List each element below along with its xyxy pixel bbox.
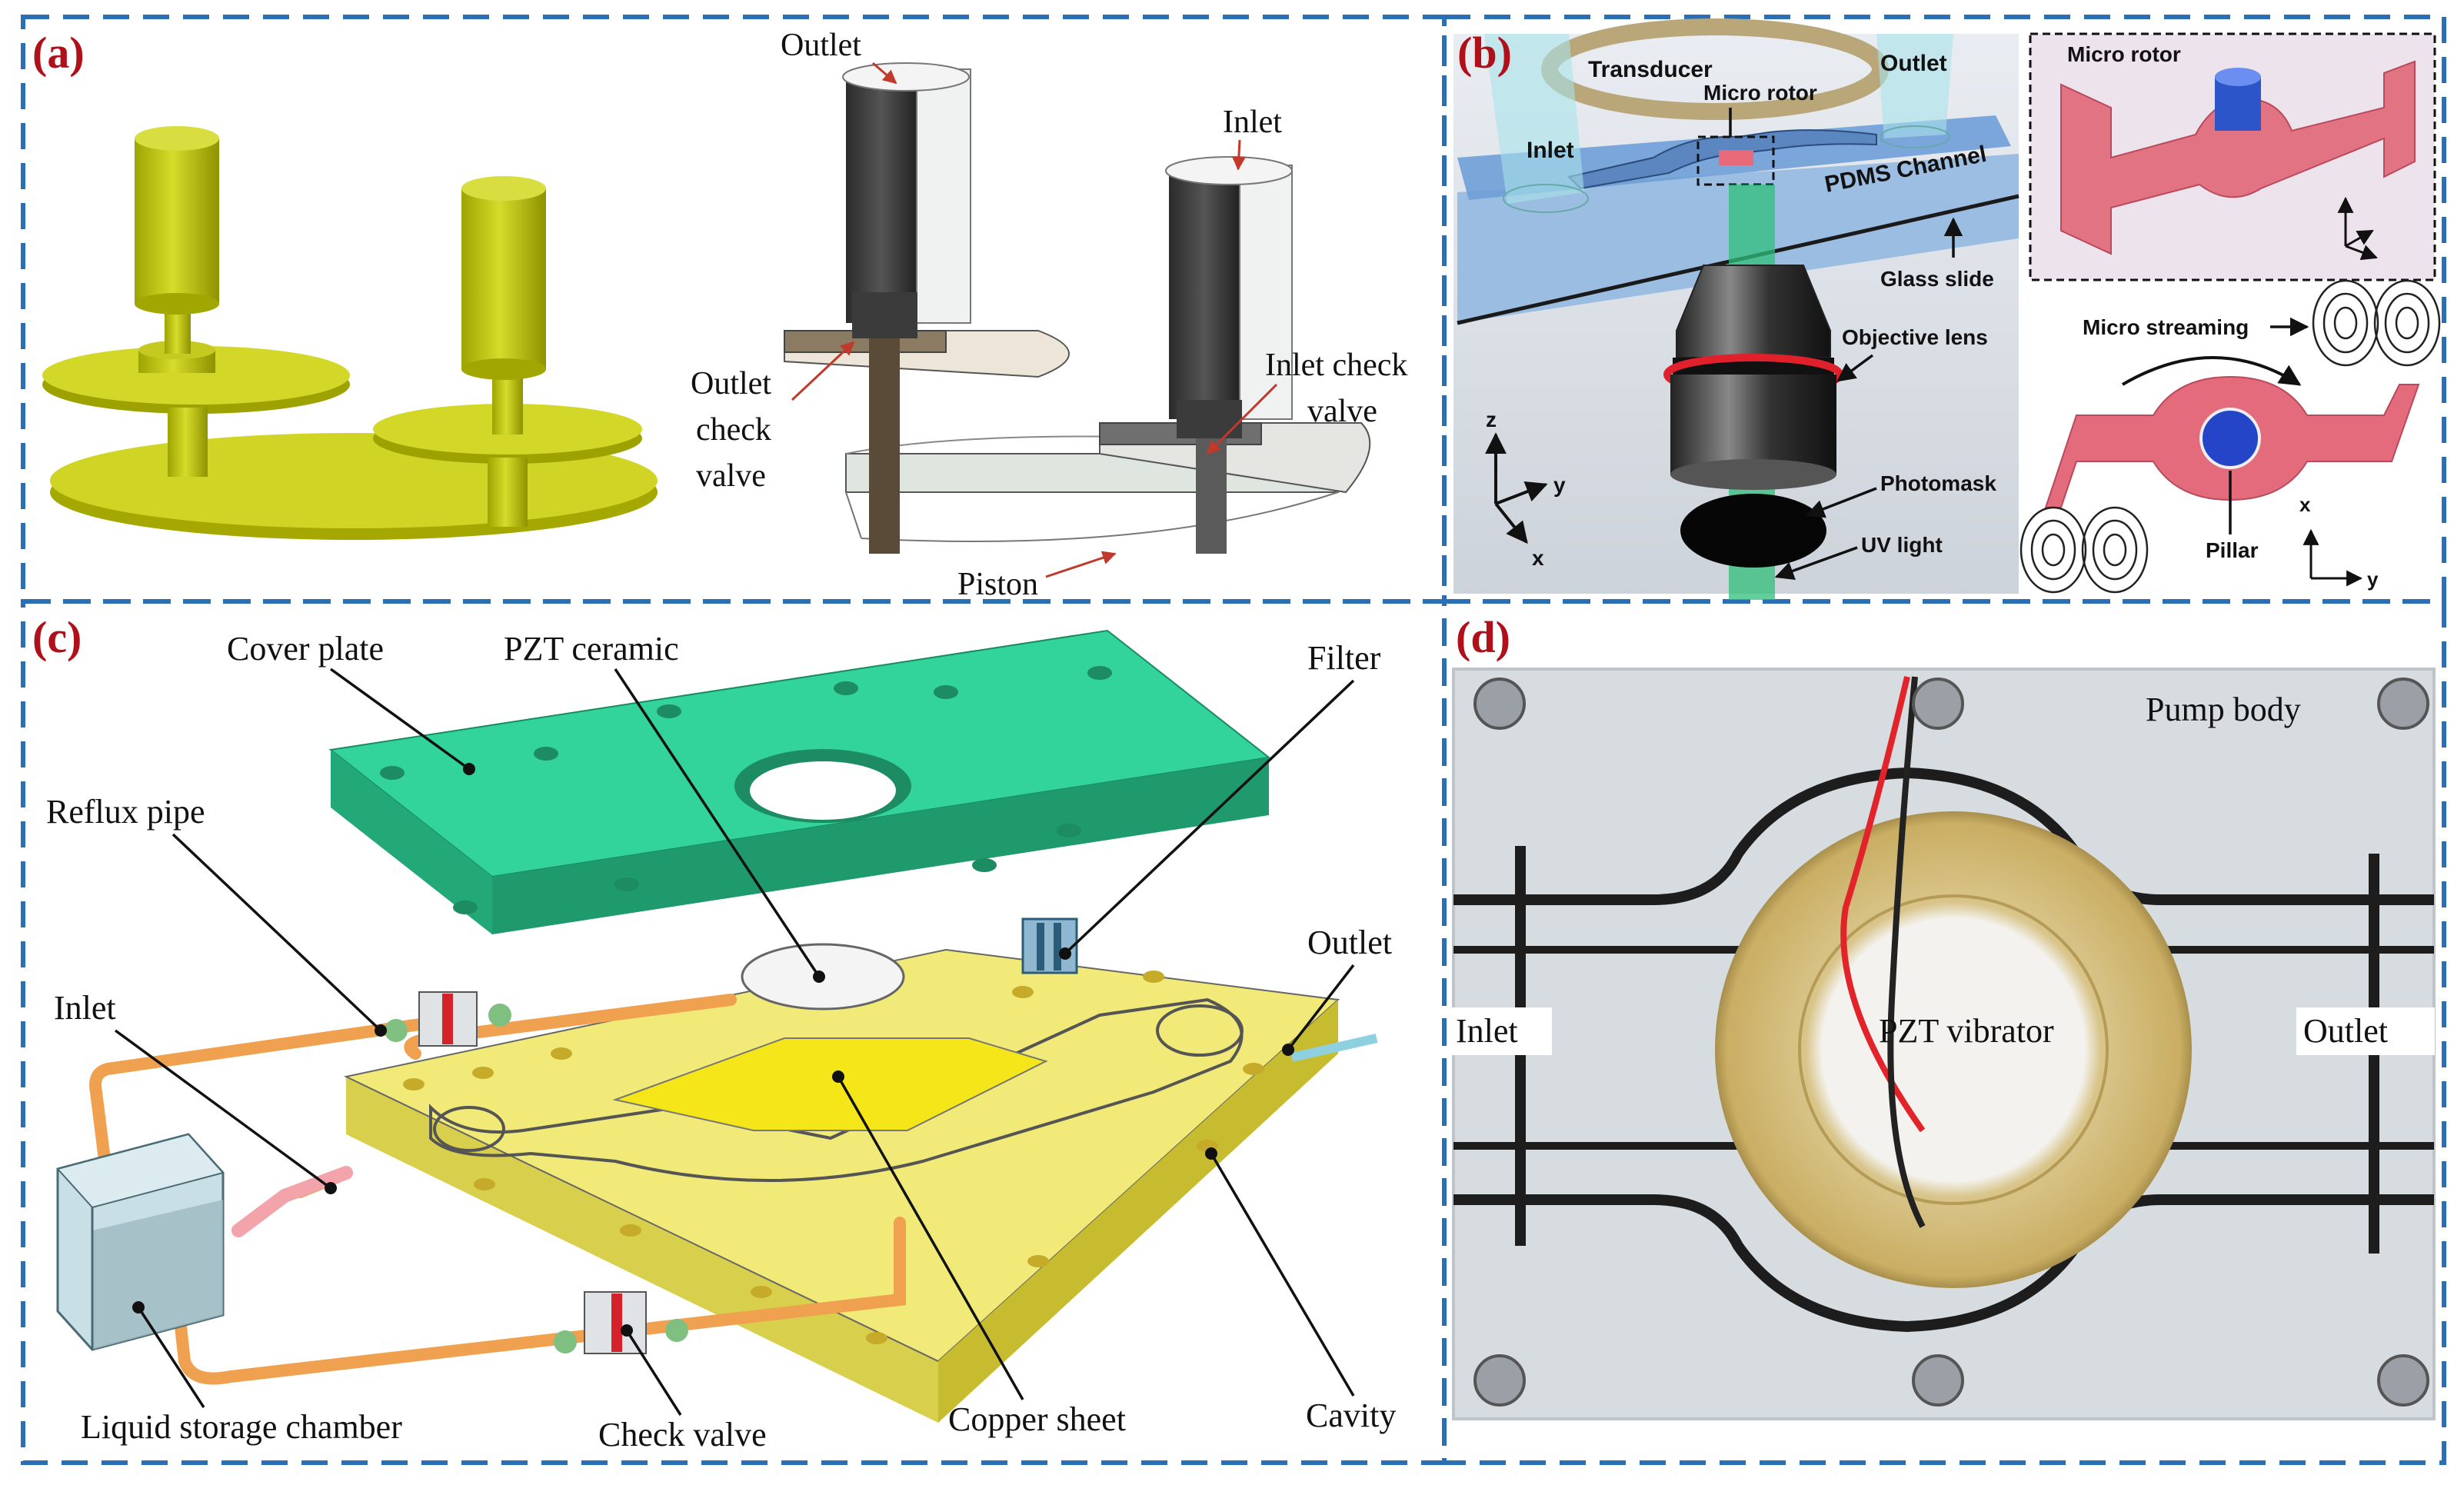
top-check-valve bbox=[385, 991, 511, 1047]
yellow-green-assembly bbox=[42, 126, 658, 540]
axis-y-label-2: y bbox=[2367, 568, 2379, 591]
axis-z-label: z bbox=[1486, 408, 1497, 431]
label-a-outlet-check-valve-1: Outlet bbox=[691, 366, 771, 401]
label-d-inlet: Inlet bbox=[1456, 1012, 1518, 1050]
axis-x-label: x bbox=[1532, 546, 1544, 570]
pump-cross-section bbox=[784, 62, 1371, 554]
label-c-outlet: Outlet bbox=[1307, 924, 1392, 961]
label-d-pump-body: Pump body bbox=[2146, 691, 2301, 728]
label-c-cover-plate: Cover plate bbox=[227, 630, 384, 668]
label-b-objective-lens: Objective lens bbox=[1842, 325, 1988, 349]
cover-plate bbox=[328, 629, 1271, 934]
label-c-check-valve: Check valve bbox=[598, 1416, 767, 1453]
label-d-inlet-box bbox=[1452, 1007, 1552, 1055]
label-a-outlet-check-valve-3: valve bbox=[696, 458, 766, 494]
axis-y-label: y bbox=[1553, 473, 1566, 497]
micro-streaming-schematic: Micro streaming Pillar x y bbox=[2019, 279, 2441, 594]
panel-d-tag: (d) bbox=[1456, 612, 1510, 662]
label-a-inlet-check-valve-2: valve bbox=[1307, 394, 1377, 429]
filter bbox=[1021, 917, 1078, 974]
label-b-outlet: Outlet bbox=[1880, 51, 1947, 76]
label-b-pillar: Pillar bbox=[2206, 538, 2259, 562]
label-b-inset-micro-rotor: Micro rotor bbox=[2067, 42, 2181, 66]
panel-b: z y x (b) Transducer Micro rotor Outlet … bbox=[1453, 18, 2441, 600]
panel-a: (a) bbox=[32, 28, 1407, 602]
label-b-micro-rotor: Micro rotor bbox=[1703, 81, 1817, 105]
micro-rotor-inset: Micro rotor bbox=[2029, 32, 2436, 281]
label-c-pzt-ceramic: PZT ceramic bbox=[504, 630, 679, 668]
label-a-inlet-check-valve-1: Inlet check bbox=[1265, 348, 1407, 383]
label-d-outlet-box bbox=[2296, 1007, 2435, 1055]
label-a-outlet: Outlet bbox=[781, 28, 861, 63]
label-c-inlet: Inlet bbox=[54, 989, 116, 1027]
label-c-liquid-storage-chamber: Liquid storage chamber bbox=[81, 1408, 402, 1446]
label-d-outlet: Outlet bbox=[2303, 1012, 2388, 1050]
outlet-pipe bbox=[1290, 1034, 1378, 1062]
panel-a-border bbox=[21, 15, 1447, 604]
label-a-outlet-check-valve-2: check bbox=[696, 412, 771, 448]
reflux-connector bbox=[231, 1166, 353, 1237]
label-c-cavity: Cavity bbox=[1306, 1397, 1396, 1434]
panel-borders bbox=[21, 15, 2446, 1465]
panel-c: (c) bbox=[32, 612, 1396, 1453]
pump-base bbox=[343, 948, 1340, 1423]
label-c-copper-sheet: Copper sheet bbox=[948, 1400, 1126, 1438]
label-b-photomask: Photomask bbox=[1880, 471, 1996, 495]
panel-b-tag: (b) bbox=[1457, 28, 1512, 78]
pzt-vibrator-disk bbox=[1715, 811, 2192, 1288]
label-c-reflux-pipe: Reflux pipe bbox=[46, 793, 205, 831]
panel-d-border bbox=[1442, 599, 2446, 1465]
liquid-storage-chamber bbox=[56, 1133, 225, 1351]
panel-c-tag: (c) bbox=[32, 612, 82, 662]
axis-x-label-2: x bbox=[2299, 493, 2311, 516]
label-b-glass-slide: Glass slide bbox=[1880, 267, 1994, 291]
label-d-pzt-vibrator: PZT vibrator bbox=[1879, 1012, 2054, 1050]
label-b-inlet: Inlet bbox=[1527, 138, 1574, 163]
screws bbox=[1473, 678, 2429, 1407]
panel-d: (d) Pump body Inlet PZT vibrator Outlet bbox=[1452, 612, 2436, 1420]
label-b-transducer: Transducer bbox=[1588, 57, 1713, 82]
label-a-piston: Piston bbox=[957, 567, 1038, 602]
panel-b-axis-triad: z y x bbox=[1485, 408, 1566, 570]
label-c-filter: Filter bbox=[1307, 639, 1381, 677]
panel-a-tag: (a) bbox=[32, 28, 85, 78]
label-b-micro-streaming: Micro streaming bbox=[2083, 315, 2249, 339]
label-b-uv-light: UV light bbox=[1861, 533, 1943, 557]
label-a-inlet: Inlet bbox=[1223, 105, 1282, 140]
